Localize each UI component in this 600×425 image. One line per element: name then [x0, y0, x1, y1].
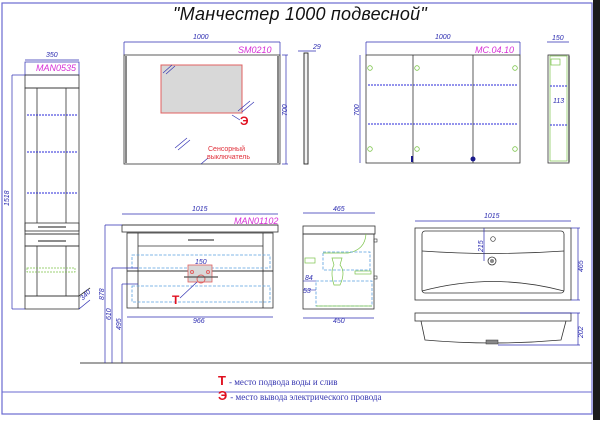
vanity-height-878-dim: 878	[99, 288, 106, 300]
legend-text-water: - место подвода воды и слив	[228, 377, 338, 387]
cutout-width-dim: 150	[195, 259, 207, 266]
vanity-side-53-dim: 53	[303, 288, 311, 295]
vanity-height-610-dim: 610	[106, 308, 113, 320]
vanity-side-depth-top-dim: 465	[333, 206, 345, 213]
basin-depth-dim: 465	[578, 260, 585, 272]
column-cabinet	[11, 59, 91, 310]
basin-width-dim: 1015	[484, 213, 500, 220]
vanity-front	[104, 213, 279, 363]
vanity-width-dim: 1015	[192, 206, 208, 213]
basin-tap-offset-dim: 215	[478, 240, 485, 252]
cabinet-height-dim: 700	[354, 104, 361, 116]
column-width-dim: 350	[46, 52, 58, 59]
drawing-title: "Манчестер 1000 подвесной"	[173, 4, 427, 24]
electric-marker-glyph: Э	[218, 388, 228, 403]
basin-height-dim: 202	[578, 326, 585, 338]
column-code: MAN0535	[36, 63, 77, 73]
mirror-code: SM0210	[238, 45, 272, 55]
mirror-height-dim: 700	[282, 104, 289, 116]
vanity-inner-width-dim: 966	[193, 318, 205, 325]
vanity-side-depth-bottom-dim: 450	[333, 318, 345, 325]
touch-switch-note-2: выключатель	[207, 154, 250, 161]
shelf-spacing-dim: 113	[553, 98, 565, 105]
mirror	[123, 41, 316, 165]
vanity-side	[302, 212, 378, 319]
vanity-code: MAN01102	[234, 216, 279, 226]
touch-switch-note-1: Сенсорный	[208, 146, 245, 153]
page-edge	[593, 0, 600, 420]
basin-top	[414, 220, 580, 301]
cabinet-width-dim: 1000	[435, 34, 451, 41]
vanity-height-495-dim: 495	[116, 318, 123, 330]
cabinet-depth-dim: 150	[552, 35, 564, 42]
basin-side	[414, 312, 580, 346]
water-marker-glyph: Т	[218, 373, 226, 388]
vanity-side-84-dim: 84	[305, 275, 313, 282]
legend-text-electric: - место вывода электрического провода	[230, 392, 382, 402]
mirror-thickness-dim: 29	[313, 44, 321, 51]
legend-item-water: Т- место подвода воды и слив	[218, 374, 382, 389]
mirror-cabinet	[359, 41, 570, 164]
legend-item-electric: Э- место вывода электрического провода	[218, 389, 382, 404]
cabinet-code: MC.04.10	[475, 45, 515, 55]
mirror-width-dim: 1000	[193, 34, 209, 41]
legend: Т- место подвода воды и слив Э- место вы…	[218, 374, 382, 404]
column-height-dim: 1518	[4, 190, 11, 206]
water-supply-marker: Т	[172, 293, 180, 307]
electric-outlet-marker: Э	[240, 114, 249, 128]
